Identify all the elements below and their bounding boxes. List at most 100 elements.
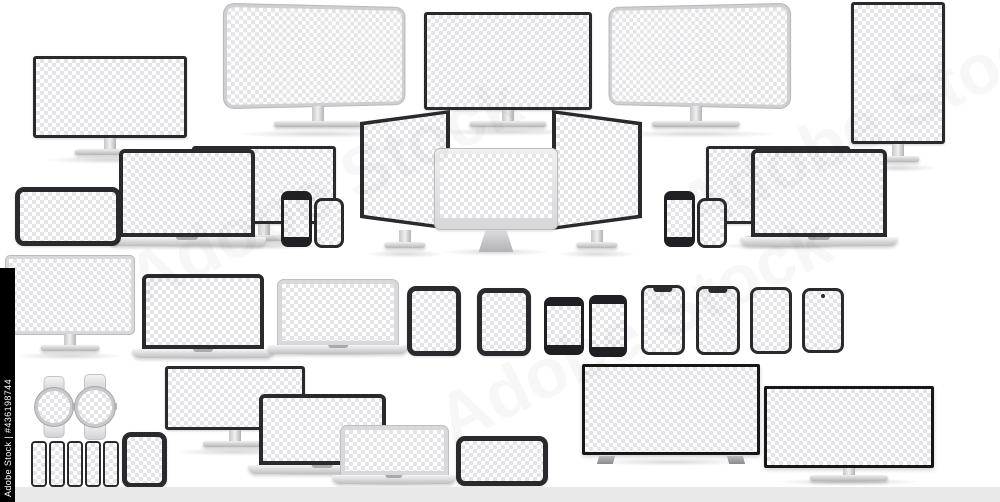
monitor-stand-neck: [843, 468, 855, 477]
laptop-mockup: [132, 274, 274, 360]
ground-shadow: [774, 478, 924, 486]
checker-screen: [341, 426, 448, 475]
checker-screen: [6, 256, 134, 334]
tv-leg-right: [726, 456, 746, 464]
checker-screen: [556, 114, 638, 226]
ground-shadow: [434, 128, 582, 136]
phone-mockup: [802, 288, 844, 353]
laptop-base: [248, 465, 396, 474]
laptop-hinge-notch: [807, 237, 831, 240]
tv-mockup: [764, 386, 934, 486]
ground-shadow: [173, 448, 297, 456]
phone-mockup: [281, 191, 312, 247]
monitor-stand-base: [469, 121, 547, 127]
mini-phone-mockup: [85, 441, 101, 487]
monitor-stand-neck: [104, 138, 116, 151]
phone-mockup: [697, 198, 727, 248]
mini-phone-mockup: [49, 441, 65, 487]
monitor-mockup: [424, 12, 592, 136]
monitor-mockup: [33, 56, 187, 164]
checker-screen: [223, 3, 405, 109]
phone-punch-hole-camera: [821, 294, 825, 298]
angled-screen-frame: [552, 110, 642, 230]
curved-screen-wrap: [223, 3, 405, 109]
checker-screen: [49, 441, 65, 487]
monitor-stand-neck: [258, 224, 270, 237]
checker-screen: [582, 364, 760, 455]
laptop-mockup: [268, 280, 408, 356]
imac-stand: [478, 230, 514, 252]
monitor-stand-neck: [892, 144, 904, 158]
mini-phone-mockup: [103, 441, 119, 487]
monitor-stand-base: [651, 121, 741, 127]
laptop-hinge-notch: [385, 475, 403, 478]
checker-screen: [544, 297, 584, 355]
monitor-stand-base: [576, 242, 618, 248]
monitor-mockup: [6, 256, 134, 360]
checker-screen: [477, 288, 531, 356]
checker-screen: [456, 436, 548, 486]
monitor-curved-mockup: [600, 3, 792, 138]
watch-crown: [114, 403, 117, 410]
checker-screen: [35, 388, 73, 426]
checker-screen: [697, 198, 727, 248]
checker-screen: [31, 441, 47, 487]
monitor-curved-mockup: [222, 3, 414, 138]
laptop-base: [740, 237, 898, 246]
watch-mockup: [35, 376, 75, 438]
tablet-portrait-mockup: [122, 432, 167, 488]
tablet-portrait-mockup: [477, 288, 531, 356]
monitor-stand-base: [273, 121, 363, 127]
laptop-base: [332, 475, 456, 484]
checker-screen: [750, 287, 792, 354]
checker-screen: [440, 154, 552, 218]
checker-screen: [664, 191, 695, 247]
phone-mockup: [750, 287, 792, 354]
tv-leg-left: [596, 456, 616, 464]
monitor-stand-neck: [591, 230, 603, 244]
monitor-stand-neck: [502, 110, 514, 123]
monitor-stand-neck: [229, 430, 241, 443]
checker-screen: [103, 441, 119, 487]
tablet-landscape-mockup: [15, 187, 121, 246]
checker-screen: [33, 56, 187, 138]
checker-screen: [802, 288, 844, 353]
checker-screen: [641, 285, 685, 355]
phone-mockup: [314, 198, 344, 248]
monitor-stand-neck: [399, 230, 411, 244]
ground-shadow: [200, 242, 328, 250]
checker-screen: [314, 198, 344, 248]
monitor-stand-base: [876, 156, 920, 162]
checker-screen: [67, 441, 83, 487]
watch-crown: [72, 403, 75, 410]
monitor-stand-neck: [64, 334, 76, 347]
monitor-portrait-mockup: [851, 2, 945, 172]
phone-mockup: [696, 286, 740, 355]
mini-phone-mockup: [67, 441, 83, 487]
phone-notch: [653, 288, 673, 292]
phone-strip-mockup: [31, 441, 119, 487]
monitor-stand-base: [74, 149, 146, 155]
monitor-stand-neck: [690, 106, 702, 123]
tablet-portrait-mockup: [407, 286, 461, 356]
checker-screen: [85, 441, 101, 487]
curved-screen-wrap: [609, 3, 791, 109]
laptop-mockup: [740, 149, 898, 248]
mini-phone-mockup: [31, 441, 47, 487]
ground-shadow: [441, 248, 551, 256]
checker-screen: [364, 114, 446, 226]
checker-screen: [764, 386, 934, 468]
laptop-base: [132, 349, 274, 358]
checker-screen: [696, 286, 740, 355]
laptop-mockup: [332, 426, 456, 486]
ground-shadow: [714, 242, 842, 250]
phone-mockup: [641, 285, 685, 355]
ground-shadow: [592, 458, 750, 466]
checker-screen: [609, 3, 791, 109]
laptop-hinge-notch: [311, 465, 333, 468]
laptop-hinge-notch: [175, 237, 199, 240]
checker-screen: [142, 274, 264, 349]
tablet-landscape-mockup: [456, 436, 548, 486]
